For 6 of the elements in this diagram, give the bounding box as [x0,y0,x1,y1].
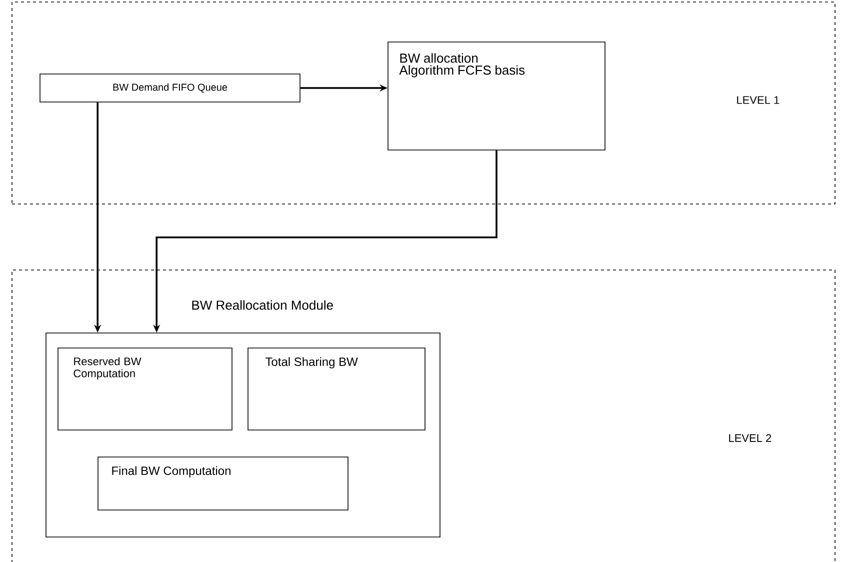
node-label: BW Reallocation Module [192,300,333,310]
process-box: Total Sharing BW [248,348,426,430]
process-box: Reserved BW Computation [58,348,232,430]
process-box: BW allocation Algorithm FCFS basis [388,42,606,150]
process-box: Final BW Computation [98,456,348,510]
process-box: BW Demand FIFO Queue [40,74,300,102]
